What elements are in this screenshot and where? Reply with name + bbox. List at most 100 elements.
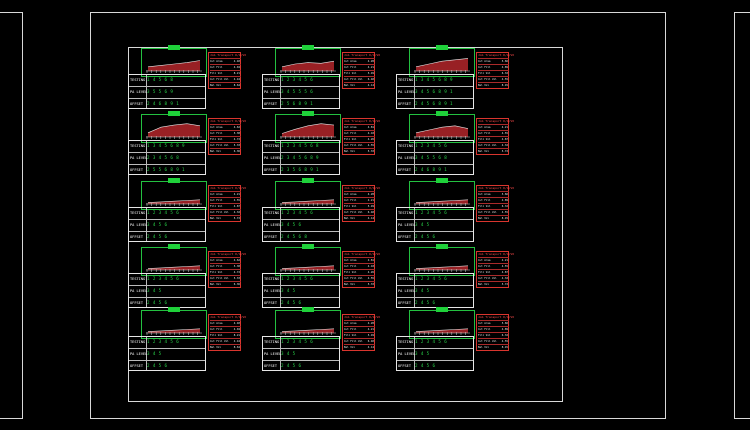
legend-key: Cut Fill — [210, 199, 223, 202]
legend-value: 5.49 — [367, 205, 374, 208]
profile-line — [415, 125, 469, 134]
profile-curve-plot — [414, 328, 470, 335]
grid-row-label: OFFSET — [130, 364, 143, 368]
legend-title: Job Transport D/G/VO — [210, 119, 247, 123]
grid-row-line — [129, 98, 205, 99]
grid-row-label: OFFSET — [130, 102, 143, 106]
legend-value: 5.66 — [501, 322, 508, 325]
grid-row-values: 2 3 5 6 8 9 1 — [281, 167, 319, 172]
legend-key: Cut Fill Vol — [344, 277, 363, 280]
grid-row-line — [397, 231, 473, 232]
legend-value: 4.89 — [501, 328, 508, 331]
grid-row-values: 1 2 3 4 5 6 — [281, 339, 314, 344]
profile-curve-plot — [146, 123, 202, 139]
grid-row-label: OFFSET — [130, 301, 143, 305]
legend-key: Bal Vol — [344, 217, 355, 220]
legend-title: Job Transport D/G/VO — [210, 252, 247, 256]
profile-curve-plot — [280, 328, 336, 335]
legend-value: 4.62 — [233, 126, 240, 129]
legend-title: Job Transport D/G/VO — [478, 186, 515, 190]
chart-tag — [302, 244, 314, 249]
legend-key: Cut Fill Vol — [478, 78, 497, 81]
grid-row-line — [129, 219, 205, 220]
profile-fill — [416, 265, 468, 270]
legend-key: Cut Area — [478, 60, 491, 63]
profile-chart — [409, 244, 475, 276]
grid-row-values: 2 4 5 6 — [147, 234, 168, 239]
grid-row-values: 1 2 3 4 5 6 — [415, 276, 448, 281]
grid-col-line — [414, 75, 415, 108]
profile-curve-plot — [414, 125, 470, 139]
profile-line — [281, 123, 335, 134]
legend-value: 4.87 — [501, 271, 508, 274]
grid-row-values: 1 3 4 5 6 8 9 — [147, 143, 185, 148]
legend-key: Cut Fill Vol — [344, 340, 363, 343]
legend-key: Cut Area — [344, 126, 357, 129]
legend-key: Fill Vol — [344, 334, 357, 337]
profile-fill — [416, 125, 468, 137]
grid-row-values: 3 4 5 5 6 8 — [415, 155, 448, 160]
profile-line — [147, 123, 201, 134]
legend-key: Bal Vol — [210, 283, 221, 286]
legend-key: Cut Fill — [478, 265, 491, 268]
legend-value: 4.21 — [367, 199, 374, 202]
grid-row-values: 2 5 6 8 9 1 — [281, 101, 314, 106]
grid-row-line — [263, 360, 339, 361]
legend-value: 8.45 — [501, 84, 508, 87]
legend-key: Cut Fill Vol — [478, 144, 497, 147]
legend-key: Cut Area — [344, 259, 357, 262]
grid-row-label: OFFSET — [264, 364, 277, 368]
legend-key: Cut Fill — [344, 199, 357, 202]
legend-key: Cut Fill — [210, 265, 223, 268]
chart-tag — [168, 307, 180, 312]
grid-row-values: 2 4 5 6 — [281, 363, 302, 368]
grid-row-values: 3 4 5 6 — [281, 222, 302, 227]
legend-value: 4.21 — [501, 126, 508, 129]
profile-chart — [141, 244, 207, 276]
legend-key: Cut Fill — [210, 328, 223, 331]
profile-curve-plot — [414, 58, 470, 73]
legend-row: Bal Vol 6.36 — [210, 281, 241, 288]
profile-line — [147, 265, 201, 269]
legend-value: 4.87 — [501, 138, 508, 141]
profile-chart — [141, 307, 207, 339]
legend-key: Bal Vol — [210, 84, 221, 87]
grid-row-line — [129, 164, 205, 165]
legend-value: 6.32 — [501, 205, 508, 208]
legend-value: 6.36 — [233, 283, 240, 286]
legend-value: 4.28 — [367, 60, 374, 63]
grid-row-label: TESTING — [264, 211, 280, 215]
legend-key: Bal Vol — [210, 346, 221, 349]
legend-key: Cut Area — [210, 126, 223, 129]
legend-title: Job Transport D/G/VO — [344, 252, 381, 256]
